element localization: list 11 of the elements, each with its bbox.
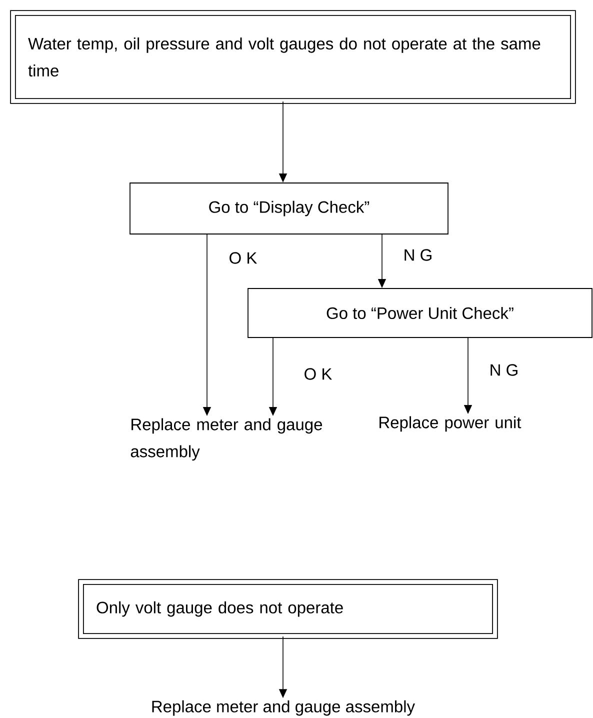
edge-label: N G [488,363,520,377]
check-box: Go to “Power Unit Check” [248,288,592,338]
result-text: Replace power unit [380,416,522,432]
check-box: Go to “Display Check” [130,182,448,234]
condition-box: Water temp, oil pressure and volt gauges do not operate at the same time [10,10,576,104]
result-text: Replace meter and gauge assembly [130,418,322,461]
edge-label: O K [228,251,258,265]
condition-box: Only volt gauge does not operate [78,579,498,639]
edge-label: O K [302,367,334,381]
edge-label: N G [402,248,434,262]
result-text: Replace meter and gauge assembly [152,700,415,716]
